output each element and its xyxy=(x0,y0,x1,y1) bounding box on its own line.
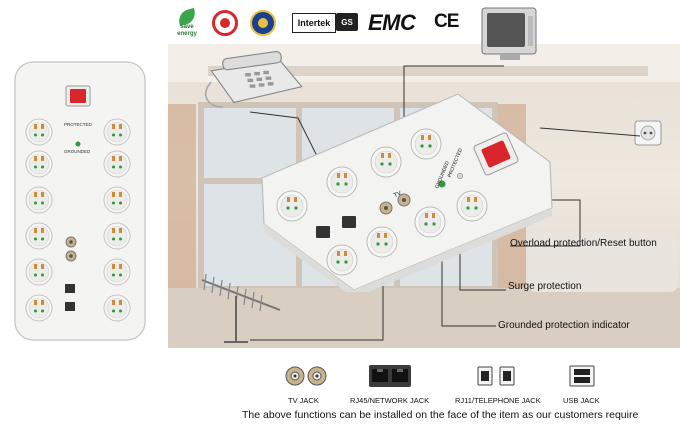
left-power-switch[interactable] xyxy=(70,89,86,103)
power-switch[interactable] xyxy=(481,140,511,168)
tv-jack-label: TV JACK xyxy=(288,396,319,405)
outlet[interactable] xyxy=(326,166,358,198)
outlet[interactable] xyxy=(410,128,442,160)
outlet[interactable] xyxy=(414,206,446,238)
television-icon xyxy=(481,7,537,60)
rj11-jack-label: RJ11/TELEPHONE JACK xyxy=(455,396,541,405)
left-grounded-indicator xyxy=(75,141,81,147)
outlet[interactable] xyxy=(326,244,358,276)
intertek-logo: Intertek xyxy=(292,13,336,33)
ce-mark-logo: CE xyxy=(434,11,459,32)
quality-seal-icon xyxy=(250,10,276,36)
tv-coax-jack-icon xyxy=(285,366,327,386)
power-strip-front-view xyxy=(14,61,146,341)
telephone-icon xyxy=(204,50,303,108)
overload-protection-label: Overload protection/Reset button xyxy=(510,238,657,249)
rj45-jack-icon xyxy=(369,365,411,387)
save-energy-text: save energy xyxy=(177,24,197,37)
outlet[interactable] xyxy=(370,146,402,178)
rj45-jack[interactable] xyxy=(342,216,356,228)
usb-jack-icon xyxy=(569,365,595,387)
rj11-jack-icon xyxy=(477,366,515,386)
power-strip-angled xyxy=(261,93,553,292)
surge-protection-label: Surge protection xyxy=(508,281,582,292)
protected-indicator-light xyxy=(457,173,463,179)
grounded-indicator-light xyxy=(438,180,446,188)
save-energy-logo: save energy xyxy=(172,6,202,40)
grounded-indicator-label: Grounded protection indicator xyxy=(498,320,630,331)
footer-note: The above functions can be installed on … xyxy=(242,409,639,421)
emc-logo: EMC xyxy=(368,10,416,35)
wall-socket-icon xyxy=(634,120,662,146)
outlet[interactable] xyxy=(456,190,488,222)
rj11-jack[interactable] xyxy=(316,226,330,238)
outlet[interactable] xyxy=(366,226,398,258)
certification-logo-strip: save energy Intertek GS EMC CE xyxy=(168,2,464,42)
ccc-mark-icon xyxy=(212,10,238,36)
usb-jack-label: USB JACK xyxy=(563,396,600,405)
left-label-grounded: GROUNDED xyxy=(64,149,91,154)
left-label-protected: PROTECTED xyxy=(64,122,92,127)
gs-mark-logo: GS xyxy=(336,13,358,31)
rj45-jack-label: RJ45/NETWORK JACK xyxy=(350,396,430,405)
outlet[interactable] xyxy=(276,190,308,222)
